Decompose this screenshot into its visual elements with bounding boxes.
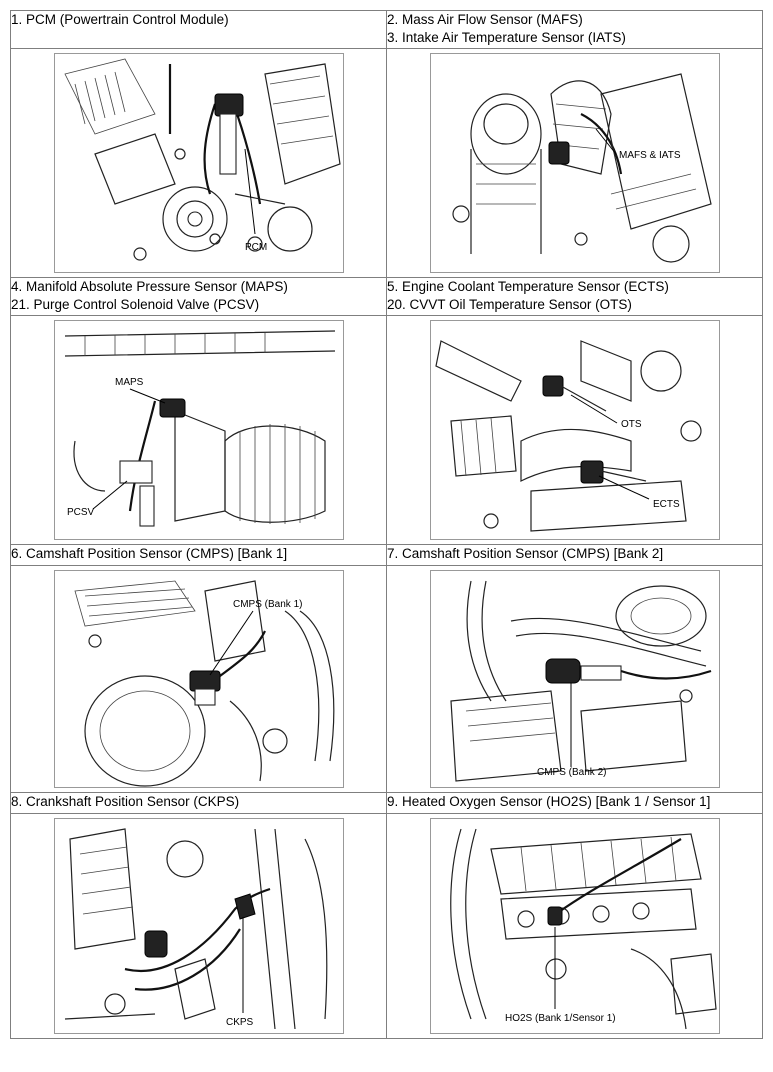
- callout-ects: ECTS: [653, 499, 680, 510]
- caption-line: 7. Camshaft Position Sensor (CMPS) [Bank…: [387, 546, 664, 561]
- image-cell-ckps: CKPS: [10, 813, 387, 1039]
- callout-ckps: CKPS: [226, 1017, 254, 1028]
- caption-ho2s: 9. Heated Oxygen Sensor (HO2S) [Bank 1 /…: [386, 792, 763, 814]
- image-cell-cmps-bank2: CMPS (Bank 2): [386, 565, 763, 793]
- maps-pcsv-illustration: MAPS PCSV: [53, 320, 344, 540]
- ckps-illustration: CKPS: [53, 818, 344, 1034]
- caption-line: 4. Manifold Absolute Pressure Sensor (MA…: [11, 279, 288, 294]
- caption-line: 9. Heated Oxygen Sensor (HO2S) [Bank 1 /…: [387, 794, 711, 809]
- caption-line: 1. PCM (Powertrain Control Module): [11, 12, 229, 27]
- caption-line: 3. Intake Air Temperature Sensor (IATS): [387, 30, 626, 45]
- caption-ects-ots: 5. Engine Coolant Temperature Sensor (EC…: [386, 277, 763, 316]
- ects-ots-illustration: OTS ECTS: [429, 320, 720, 540]
- image-cell-maps-pcsv: MAPS PCSV: [10, 315, 387, 545]
- image-cell-mafs-iats: MAFS & IATS: [386, 48, 763, 278]
- caption-line: 8. Crankshaft Position Sensor (CKPS): [11, 794, 240, 809]
- image-row-4: CKPS HO2S (Bank 1/Sensor 1): [10, 813, 763, 1039]
- image-cell-ects-ots: OTS ECTS: [386, 315, 763, 545]
- mafs-iats-illustration: MAFS & IATS: [429, 53, 720, 273]
- caption-row-4: 8. Crankshaft Position Sensor (CKPS) 9. …: [10, 792, 763, 814]
- image-cell-ho2s: HO2S (Bank 1/Sensor 1): [386, 813, 763, 1039]
- caption-maps-pcsv: 4. Manifold Absolute Pressure Sensor (MA…: [10, 277, 387, 316]
- caption-line: 21. Purge Control Solenoid Valve (PCSV): [11, 297, 260, 312]
- callout-ho2s: HO2S (Bank 1/Sensor 1): [505, 1013, 616, 1024]
- callout-cmps-bank1: CMPS (Bank 1): [233, 599, 302, 610]
- image-row-3: CMPS (Bank 1) CMPS (Bank 2): [10, 565, 763, 793]
- image-row-2: MAPS PCSV OTS: [10, 315, 763, 545]
- image-cell-pcm: PCM: [10, 48, 387, 278]
- image-row-1: PCM MAFS & IATS: [10, 48, 763, 278]
- callout-pcsv: PCSV: [67, 507, 95, 518]
- caption-row-3: 6. Camshaft Position Sensor (CMPS) [Bank…: [10, 544, 763, 566]
- callout-maps: MAPS: [115, 377, 144, 388]
- caption-line: 5. Engine Coolant Temperature Sensor (EC…: [387, 279, 669, 294]
- caption-cmps-bank1: 6. Camshaft Position Sensor (CMPS) [Bank…: [10, 544, 387, 566]
- cmps-bank1-illustration: CMPS (Bank 1): [53, 570, 344, 788]
- caption-ckps: 8. Crankshaft Position Sensor (CKPS): [10, 792, 387, 814]
- caption-row-1: 1. PCM (Powertrain Control Module) 2. Ma…: [10, 10, 763, 49]
- caption-cmps-bank2: 7. Camshaft Position Sensor (CMPS) [Bank…: [386, 544, 763, 566]
- image-cell-cmps-bank1: CMPS (Bank 1): [10, 565, 387, 793]
- sensor-location-table: 1. PCM (Powertrain Control Module) 2. Ma…: [10, 10, 763, 1039]
- caption-mafs-iats: 2. Mass Air Flow Sensor (MAFS) 3. Intake…: [386, 10, 763, 49]
- callout-ots: OTS: [621, 419, 642, 430]
- cmps-bank2-illustration: CMPS (Bank 2): [429, 570, 720, 788]
- caption-line: 6. Camshaft Position Sensor (CMPS) [Bank…: [11, 546, 288, 561]
- caption-pcm: 1. PCM (Powertrain Control Module): [10, 10, 387, 49]
- callout-pcm: PCM: [245, 242, 267, 253]
- caption-line: 2. Mass Air Flow Sensor (MAFS): [387, 12, 583, 27]
- caption-row-2: 4. Manifold Absolute Pressure Sensor (MA…: [10, 277, 763, 316]
- pcm-illustration: PCM: [53, 53, 344, 273]
- ho2s-illustration: HO2S (Bank 1/Sensor 1): [429, 818, 720, 1034]
- callout-cmps-bank2: CMPS (Bank 2): [537, 767, 606, 778]
- caption-line: 20. CVVT Oil Temperature Sensor (OTS): [387, 297, 632, 312]
- callout-mafs-iats: MAFS & IATS: [619, 150, 681, 161]
